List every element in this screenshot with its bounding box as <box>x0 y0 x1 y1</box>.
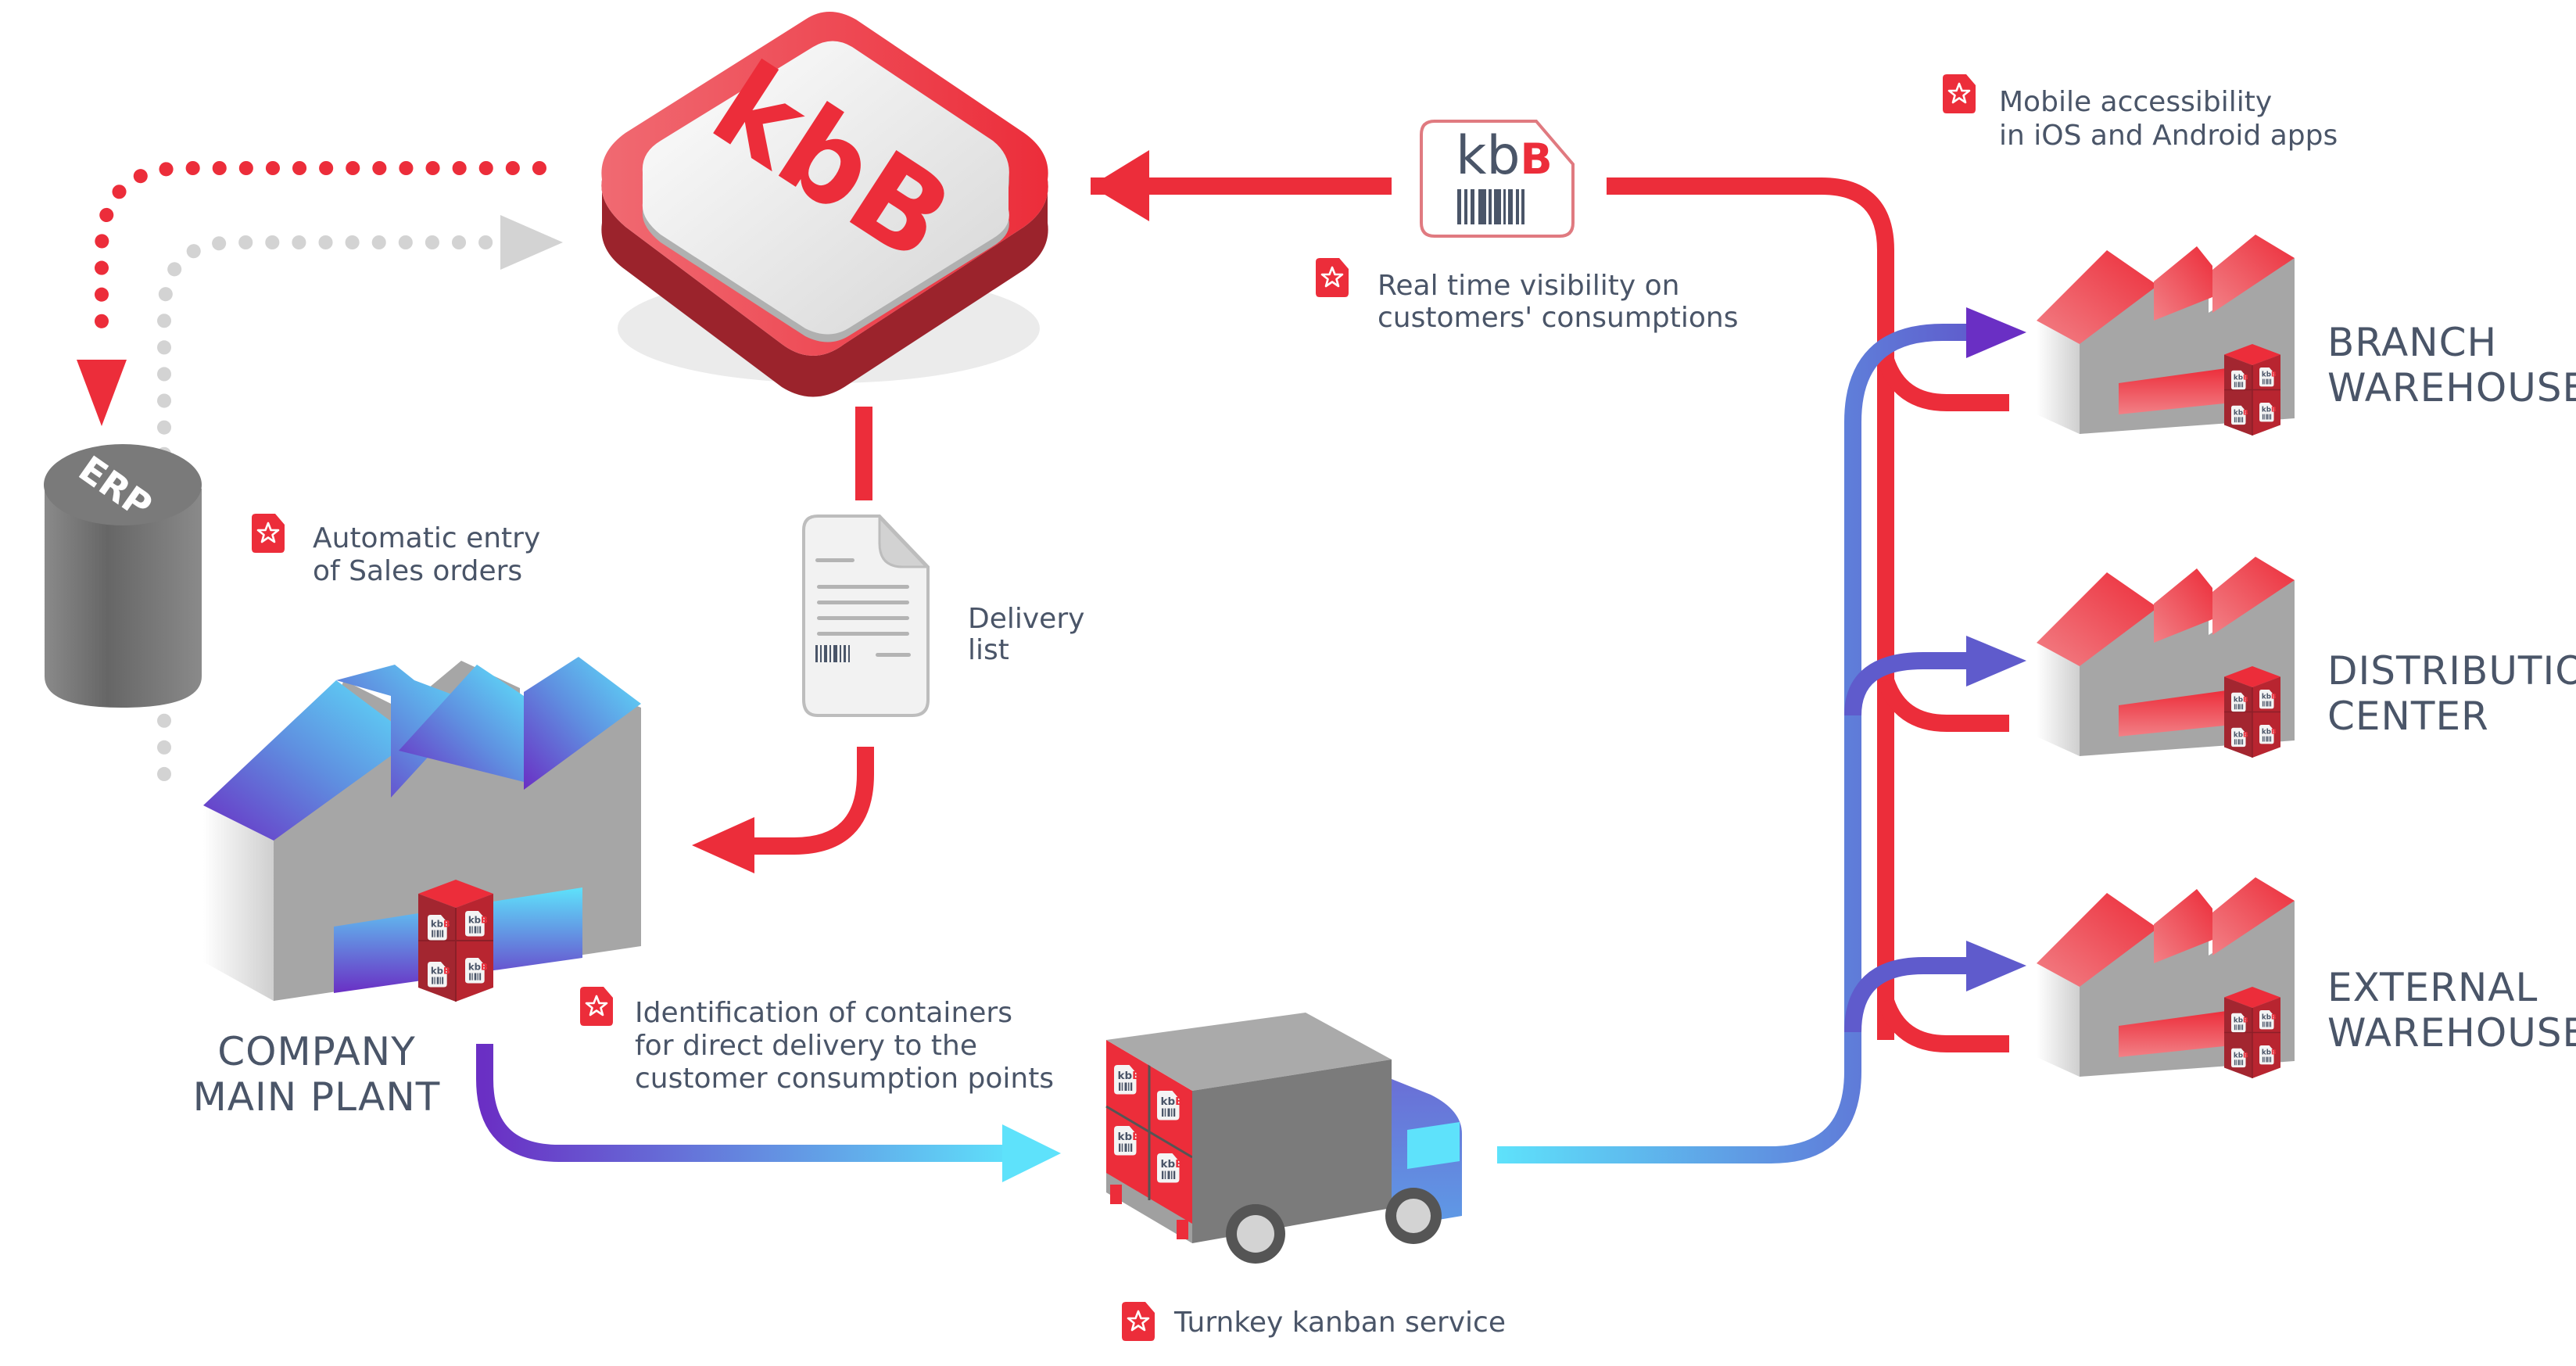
erp-to-hub-dotted-connector <box>77 161 546 426</box>
card-to-hub-connector <box>1091 177 1392 195</box>
feature-auto-entry: Automatic entry of Sales orders <box>250 512 540 587</box>
feature-turnkey-line1: Turnkey kanban service <box>1173 1307 1506 1339</box>
arrow-left-to-hub-icon <box>1091 150 1149 221</box>
arrow-down-to-erp-icon <box>77 360 127 426</box>
distribution-label-line2: CENTER <box>2327 694 2489 739</box>
star-badge-icon <box>579 985 614 1027</box>
feature-identification-line2: for direct delivery to the <box>635 1030 977 1062</box>
external-label-line2: WAREHOUSE <box>2327 1010 2576 1056</box>
hub-to-document-connector <box>855 407 872 500</box>
hub-to-erp-dotted-connector <box>157 215 563 781</box>
arrow-to-distribution-icon <box>1966 636 2026 687</box>
feature-realtime-line2: customers' consumptions <box>1378 302 1738 334</box>
consumption-feedback-lines <box>1607 177 2009 1052</box>
branch-warehouse-building <box>2037 235 2295 436</box>
external-label-line1: EXTERNAL <box>2327 965 2538 1010</box>
company-main-plant-building <box>203 657 641 1002</box>
branch-label-line1: BRANCH <box>2327 320 2497 365</box>
external-warehouse-building <box>2037 877 2295 1078</box>
feature-mobile-line2: in iOS and Android apps <box>1999 120 2338 152</box>
delivery-list-document-icon <box>802 514 930 717</box>
kbb-hub-logo: kbB <box>601 12 1048 397</box>
delivery-list-label-line1: Delivery <box>968 603 1084 635</box>
feature-auto-entry-line1: Automatic entry <box>313 522 540 554</box>
distribution-center-building <box>2037 557 2295 758</box>
branch-label-line2: WAREHOUSE <box>2327 365 2576 411</box>
erp-database-icon: ERP <box>44 444 202 708</box>
plant-to-truck-arrow <box>476 1044 1061 1182</box>
arrow-to-branch-icon <box>1966 307 2026 358</box>
feature-realtime-line1: Real time visibility on <box>1378 270 1679 302</box>
card-logo-text: kbB <box>1456 125 1553 187</box>
star-badge-icon <box>1314 256 1350 299</box>
arrow-to-external-icon <box>1966 941 2026 991</box>
kbb-card-icon: kbB <box>1420 120 1575 238</box>
delivery-list-label-line2: list <box>968 634 1009 666</box>
star-badge-icon <box>250 512 286 554</box>
star-badge-icon <box>1941 73 1977 115</box>
main-plant-label-line2: MAIN PLANT <box>193 1074 441 1120</box>
delivery-distribution-lines <box>1497 307 2026 1163</box>
feature-identification-line1: Identification of containers <box>635 997 1012 1029</box>
document-to-plant-arrow <box>692 747 874 873</box>
feature-turnkey: Turnkey kanban service <box>1120 1300 1506 1343</box>
arrow-right-to-truck-icon <box>1002 1124 1061 1182</box>
arrow-left-icon <box>692 817 754 873</box>
feature-identification-line3: customer consumption points <box>635 1063 1054 1095</box>
delivery-truck <box>1105 1013 1462 1264</box>
feature-mobile-line1: Mobile accessibility <box>1999 86 2272 118</box>
feature-identification: Identification of containers for direct … <box>579 985 1054 1095</box>
star-badge-icon <box>1120 1300 1156 1343</box>
arrow-right-to-hub-icon <box>500 215 563 270</box>
distribution-label-line1: DISTRIBUTION <box>2327 648 2576 694</box>
feature-realtime: Real time visibility on customers' consu… <box>1314 256 1738 334</box>
main-plant-label-line1: COMPANY <box>217 1029 416 1074</box>
feature-auto-entry-line2: of Sales orders <box>313 555 522 587</box>
feature-mobile: Mobile accessibility in iOS and Android … <box>1941 73 2338 152</box>
